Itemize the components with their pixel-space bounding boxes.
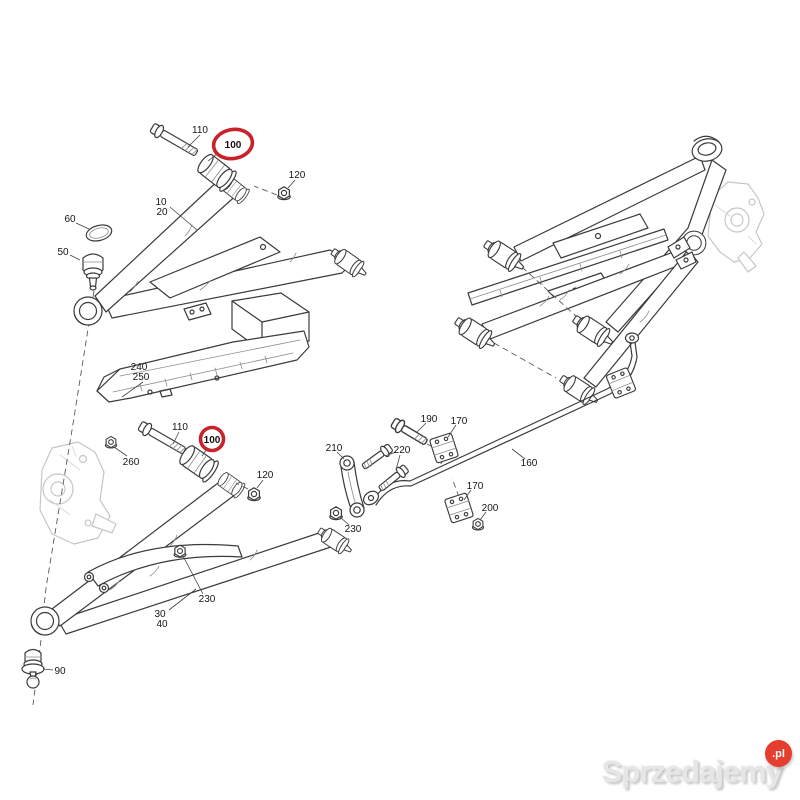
label-190: 190: [421, 414, 438, 425]
nut-200: [471, 517, 485, 531]
label-110-upper: 110: [192, 125, 208, 136]
label-170-lower: 170: [467, 481, 484, 492]
upper-a-arm-left: [73, 174, 372, 326]
label-110-lower: 110: [172, 422, 188, 433]
nut-230-arm: [173, 544, 187, 558]
ball-joint-90: [21, 648, 45, 689]
nut-120-upper-axis: [253, 185, 278, 196]
label-210: 210: [326, 443, 343, 454]
watermark-brand: Sprzedajemy: [601, 754, 783, 789]
part-labels: 110 100 120 10 20 60 50 240 250 260 110 …: [54, 125, 537, 677]
sway-bar-link-210: [339, 455, 365, 518]
clamp-170-upper: [428, 432, 460, 464]
watermark: Sprzedajemy .pl: [601, 740, 792, 790]
right-suspension-assembly: [450, 135, 727, 411]
label-120-upper: 120: [289, 170, 306, 181]
nut-120-upper: [277, 186, 291, 201]
upper-arm-ball-joint-eye: [73, 296, 103, 326]
steering-knuckle-left: [39, 441, 117, 545]
bushing-upper-front-right: [479, 234, 530, 278]
label-100-upper: 100: [225, 140, 242, 151]
label-230-link: 230: [345, 524, 362, 535]
label-220: 220: [394, 445, 411, 456]
snap-ring-60: [85, 224, 113, 242]
highlight-circle-upper: [211, 127, 255, 161]
label-240: 240: [131, 362, 148, 373]
centerline-dashed: [42, 290, 95, 617]
nut-260: [104, 435, 118, 449]
bushing-lower-front-right: [450, 311, 501, 355]
label-160: 160: [521, 458, 538, 469]
label-260: 260: [123, 457, 140, 468]
lower-a-arm-left: [30, 469, 357, 636]
label-10: 10: [155, 197, 167, 208]
lower-arm-ball-joint-eye: [30, 606, 60, 636]
label-90: 90: [54, 666, 66, 677]
nut-120-lower-axis: [235, 482, 249, 490]
label-60: 60: [64, 214, 76, 225]
steering-knuckle-right: [707, 181, 765, 273]
label-50: 50: [57, 247, 69, 258]
watermark-pl-badge: .pl: [765, 740, 792, 767]
clamp-170-lower: [443, 492, 475, 524]
label-230-arm: 230: [199, 594, 216, 605]
bolt-220-a: [359, 441, 395, 473]
label-30: 30: [154, 609, 166, 620]
skid-plate-240-250: [96, 292, 310, 403]
label-170-upper: 170: [451, 416, 468, 427]
label-40: 40: [156, 619, 168, 630]
highlight-circle-lower: [198, 425, 226, 453]
label-120-lower: 120: [257, 470, 274, 481]
label-100-lower: 100: [204, 435, 221, 446]
leader-lines: [42, 134, 526, 671]
ball-joint-50: [82, 253, 104, 291]
nut-120-lower: [247, 487, 261, 502]
label-250: 250: [133, 372, 150, 383]
label-20: 20: [156, 207, 168, 218]
label-200: 200: [482, 503, 499, 514]
